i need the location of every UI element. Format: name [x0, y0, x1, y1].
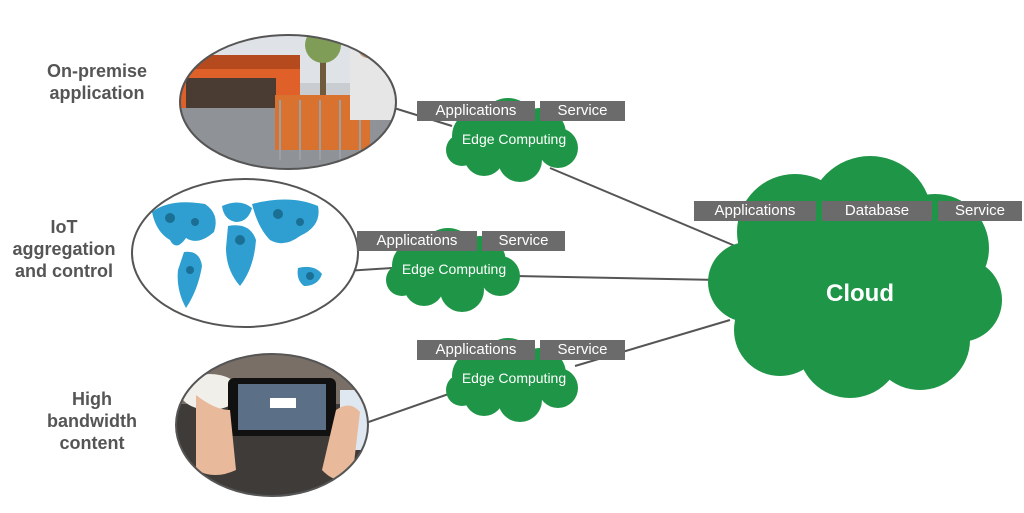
scenario-label-line: bandwidth: [47, 411, 137, 431]
edge-2-service-tag: Service: [482, 231, 565, 251]
cloud-title: Cloud: [826, 280, 894, 307]
cloud-database-tag: Database: [822, 201, 932, 221]
scenario-label-line: On-premise: [46, 61, 148, 81]
world-map-icon: [131, 178, 359, 328]
smartphone-video-photo: [175, 353, 369, 497]
edge-3-applications-tag: Applications: [417, 340, 535, 360]
edge-2-applications-tag: Applications: [357, 231, 477, 251]
cloud-service-tag: Service: [938, 201, 1022, 221]
main-cloud: [708, 156, 1002, 398]
edge-1-service-tag: Service: [540, 101, 625, 121]
scenario-label-line: aggregation: [12, 239, 116, 259]
connector-edge-1-cloud: [549, 167, 741, 249]
edge-3-label: Edge Computing: [461, 370, 567, 386]
connector-photo-3-edge-3: [359, 389, 461, 426]
scenario-label-line: High: [72, 389, 112, 409]
scenario-label-iot: IoT aggregation and control: [0, 216, 128, 282]
connector-edge-2-cloud: [514, 275, 721, 281]
storefront-photo: [179, 34, 397, 170]
scenario-label-line: application: [49, 83, 145, 103]
edge-cloud-3: [446, 338, 578, 422]
edge-1-applications-tag: Applications: [417, 101, 535, 121]
scenario-label-line: content: [59, 433, 125, 453]
scenario-label-on-premise: On-premise application: [22, 60, 172, 104]
edge-3-service-tag: Service: [540, 340, 625, 360]
scenario-label-line: IoT: [50, 217, 78, 237]
edge-2-label: Edge Computing: [401, 261, 507, 277]
scenario-label-high-bandwidth: High bandwidth content: [22, 388, 162, 454]
scenario-label-line: and control: [15, 261, 113, 281]
edge-1-label: Edge Computing: [461, 131, 567, 147]
cloud-applications-tag: Applications: [694, 201, 816, 221]
